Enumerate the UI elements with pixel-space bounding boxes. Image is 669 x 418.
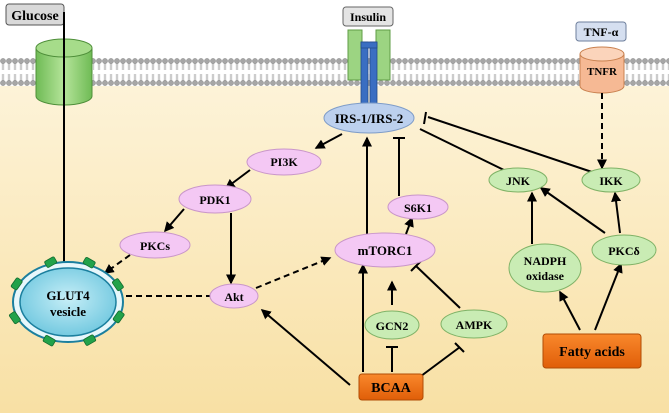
fatty-acids-to-pkcdelta-arrow [594,262,623,331]
pkcs-to-glut4-arrow [103,254,131,274]
jnk-node: JNK [488,167,548,193]
fatty-acids-label: Fatty acids [559,345,625,360]
pkcdelta-to-ikk-arrow [611,191,622,234]
bcaa-inhibits-ampk-bar [454,342,465,353]
akt-label: Akt [224,290,243,304]
nadph-oxidase-node: NADPH oxidase [508,243,582,293]
bcaa-to-akt-arrow [260,309,351,386]
gcn2-node: GCN2 [364,310,420,340]
pkc-delta-node: PKCδ [591,234,657,266]
bcaa-box: BCAA [358,373,424,401]
ampk-inhibits-mtorc1 [415,265,461,309]
fatty-acids-box: Fatty acids [542,333,642,369]
pathway-edges [59,12,623,386]
irs-inhibition-bar [423,111,427,125]
mtorc1-label: mTORC1 [358,243,413,258]
tnfr-label: TNFR [587,66,618,78]
irs-label: IRS-1/IRS-2 [335,111,404,126]
jnk-label: JNK [506,174,531,188]
pi3k-label: PI3K [270,155,298,169]
tnf-alpha-label: TNF-α [584,25,619,39]
tnf-alpha-box: TNF-α [575,21,627,42]
pkcs-node: PKCs [119,231,191,259]
insulin-box: Insulin [342,6,394,27]
ampk-label: AMPK [456,318,493,332]
bcaa-label: BCAA [371,381,412,396]
oxidase-label: oxidase [526,269,565,283]
glut4-vesicle-label: vesicle [50,304,86,319]
ikk-node: IKK [581,167,641,193]
s6k1-label: S6K1 [404,201,432,215]
pkcdelta-to-jnk-arrow [539,187,606,234]
pkc-delta-label: PKCδ [608,244,640,258]
akt-to-mtorc1-arrow [255,256,332,289]
insulin-receptor [347,29,391,105]
gcn2-label: GCN2 [376,319,409,333]
ikk-label: IKK [599,174,623,188]
pkcs-label: PKCs [140,239,170,253]
cell-membrane [0,58,669,86]
pdk1-to-pkcs-arrow [164,208,185,233]
akt-node: Akt [209,283,259,309]
irs-node: IRS-1/IRS-2 [323,102,415,134]
pi3k-to-pdk1-arrow [224,169,251,189]
pdk1-node: PDK1 [178,184,252,214]
ampk-node: AMPK [440,309,508,339]
pi3k-node: PI3K [246,148,322,176]
irs-to-pi3k-arrow [314,133,343,149]
jnk-inhibits-irs [419,128,509,173]
ikk-inhibits-irs [427,116,593,173]
fatty-acids-to-nadph-arrow [559,290,581,331]
glut4-label: GLUT4 [46,288,90,303]
nadph-label: NADPH [524,254,567,268]
glut4-transporters [9,256,125,347]
insulin-label: Insulin [350,10,386,24]
s6k1-node: S6K1 [387,194,449,220]
glucose-box: Glucose [5,3,65,26]
glut4-vesicle: GLUT4 vesicle [9,256,125,347]
glucose-label: Glucose [11,9,58,24]
tnf-receptor: TNFR [579,46,625,94]
mtorc1-node: mTORC1 [334,232,436,268]
mtorc1-to-s6k1-arrow [404,216,414,235]
pdk1-label: PDK1 [199,193,230,207]
